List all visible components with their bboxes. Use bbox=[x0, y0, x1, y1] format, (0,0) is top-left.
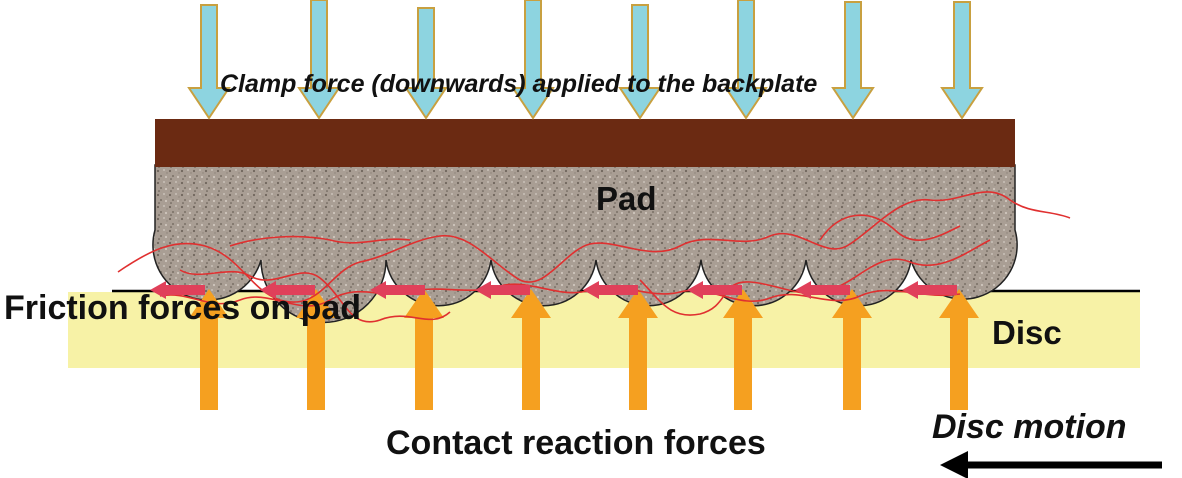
contact-reaction-arrow bbox=[511, 289, 551, 410]
backplate bbox=[155, 119, 1015, 167]
contact-reaction-arrow bbox=[296, 289, 336, 410]
friction-force-arrow bbox=[370, 281, 425, 299]
friction-forces-label: Friction forces on pad bbox=[4, 289, 362, 327]
friction-force-arrow bbox=[687, 281, 742, 299]
clamp-force-arrow bbox=[187, 4, 231, 120]
contact-reaction-arrow bbox=[404, 289, 444, 410]
contact-reaction-forces-label: Contact reaction forces bbox=[386, 424, 766, 462]
pad-label: Pad bbox=[596, 180, 657, 217]
disc-label: Disc bbox=[992, 314, 1062, 351]
disc-motion-arrow bbox=[940, 451, 1162, 478]
friction-force-arrow bbox=[795, 281, 850, 299]
friction-force-arrow bbox=[150, 281, 205, 299]
clamp-force-arrows bbox=[187, 0, 984, 120]
clamp-force-arrow bbox=[511, 0, 555, 120]
contact-network bbox=[117, 191, 1071, 323]
clamp-force-arrow bbox=[404, 7, 448, 120]
clamp-force-arrow bbox=[831, 1, 875, 120]
contact-reaction-arrow bbox=[832, 289, 872, 410]
contact-reaction-arrows bbox=[189, 289, 979, 410]
friction-force-arrow bbox=[475, 281, 530, 299]
clamp-force-arrow bbox=[618, 4, 662, 120]
friction-force-arrow bbox=[902, 281, 957, 299]
clamp-force-label: Clamp force (downwards) applied to the b… bbox=[220, 70, 818, 98]
contact-reaction-arrow bbox=[189, 289, 229, 410]
contact-reaction-arrow bbox=[618, 289, 658, 410]
disc-motion-label: Disc motion bbox=[932, 408, 1127, 446]
clamp-force-arrow bbox=[940, 1, 984, 120]
contact-reaction-arrow bbox=[723, 289, 763, 410]
clamp-force-arrow bbox=[724, 0, 768, 120]
clamp-force-arrow bbox=[297, 0, 341, 120]
contact-reaction-arrow bbox=[939, 289, 979, 410]
friction-force-arrow bbox=[583, 281, 638, 299]
friction-force-arrows bbox=[150, 281, 957, 299]
friction-force-arrow bbox=[260, 281, 315, 299]
